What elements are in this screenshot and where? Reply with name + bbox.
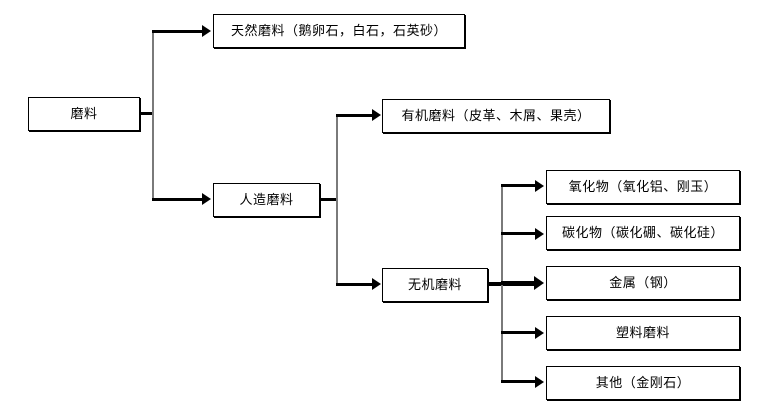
edge-artificial-inorganic-line — [336, 283, 374, 286]
node-root[interactable]: 磨料 — [28, 97, 140, 131]
edge-inorganic-carbide-arrow — [535, 228, 544, 240]
edge-root-natural-arrow — [202, 25, 211, 37]
edge-artificial-organic-arrow — [372, 109, 381, 121]
node-plastic[interactable]: 塑料磨料 — [546, 316, 740, 350]
edge-root-stub — [140, 112, 154, 115]
edge-artificial-inorganic-arrow — [372, 278, 381, 290]
node-carbide[interactable]: 碳化物（碳化硼、碳化硅） — [546, 216, 740, 250]
node-root-label: 磨料 — [70, 105, 98, 121]
node-oxide-label: 氧化物（氧化铝、刚玉） — [568, 178, 718, 194]
node-metal[interactable]: 金属（钢） — [546, 266, 740, 300]
edge-inorganic-carbide-line — [501, 232, 537, 235]
node-metal-label: 金属（钢） — [609, 274, 677, 290]
node-inorganic-abrasive-label: 无机磨料 — [407, 276, 462, 292]
edge-inorganic-plastic-arrow — [535, 327, 544, 339]
edge-inorganic-oxide-line — [501, 184, 537, 187]
edge-inorganic-plastic-line — [501, 331, 537, 334]
node-other-label: 其他（金刚石） — [595, 374, 691, 390]
edge-root-artificial-line — [152, 198, 204, 201]
edge-inorganic-metal-line — [501, 281, 537, 285]
node-natural-abrasive-label: 天然磨料（鹅卵石，白石，石英砂） — [230, 22, 447, 38]
node-organic-abrasive-label: 有机磨料（皮革、木屑、果壳） — [401, 107, 591, 123]
edge-artificial-stub — [320, 198, 338, 201]
node-organic-abrasive[interactable]: 有机磨料（皮革、木屑、果壳） — [382, 99, 610, 133]
node-carbide-label: 碳化物（碳化硼、碳化硅） — [561, 224, 724, 240]
edge-inorganic-other-line — [501, 380, 537, 383]
node-natural-abrasive[interactable]: 天然磨料（鹅卵石，白石，石英砂） — [213, 14, 465, 48]
edge-inorganic-oxide-arrow — [535, 180, 544, 192]
edge-inorganic-metal-arrow — [534, 276, 544, 290]
edge-root-artificial-arrow — [202, 193, 211, 205]
edge-artificial-trunk — [336, 115, 338, 285]
node-artificial-abrasive[interactable]: 人造磨料 — [213, 183, 320, 217]
edge-artificial-organic-line — [336, 114, 374, 117]
edge-root-natural-line — [152, 30, 204, 33]
node-plastic-label: 塑料磨料 — [615, 324, 670, 340]
node-oxide[interactable]: 氧化物（氧化铝、刚玉） — [546, 170, 740, 204]
node-artificial-abrasive-label: 人造磨料 — [239, 191, 294, 207]
node-inorganic-abrasive[interactable]: 无机磨料 — [382, 268, 488, 302]
node-other[interactable]: 其他（金刚石） — [546, 366, 740, 400]
edge-inorganic-other-arrow — [535, 376, 544, 388]
edge-root-trunk — [152, 32, 154, 200]
